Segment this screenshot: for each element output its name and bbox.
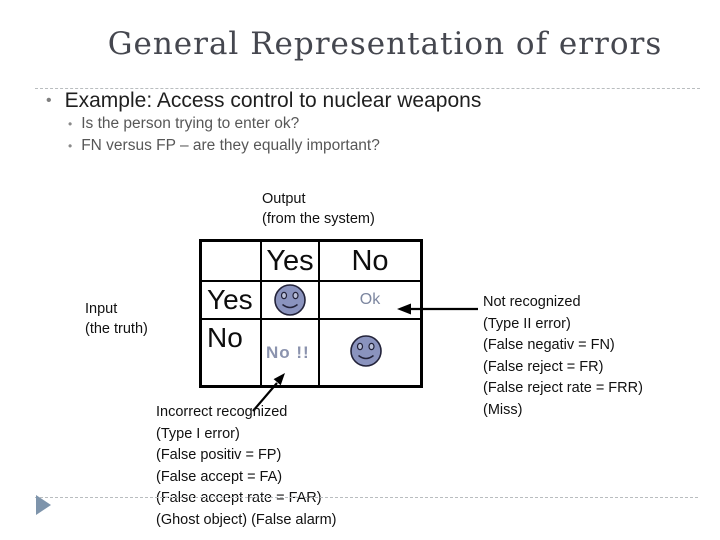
annotation-line: (False accept = FA) bbox=[156, 468, 283, 485]
output-axis-label: Output (from the system) bbox=[262, 189, 375, 229]
annotation-line: Not recognized bbox=[483, 294, 581, 310]
bullet-dot: • bbox=[68, 117, 73, 131]
matrix-row-header-yes: Yes bbox=[202, 282, 262, 320]
footer-divider bbox=[35, 497, 698, 498]
matrix-col-header-no: No bbox=[320, 242, 420, 282]
bullet-dot: • bbox=[46, 92, 52, 109]
matrix-cell-yes-no: Ok bbox=[320, 282, 420, 320]
bullet-sub-2: • FN versus FP – are they equally import… bbox=[68, 137, 380, 155]
annotation-line: (False negativ = FN) bbox=[483, 337, 615, 353]
annotation-line: (Miss) bbox=[483, 401, 523, 418]
annotation-line: (False reject rate = FRR) bbox=[483, 380, 643, 396]
matrix-cell-yes-yes bbox=[262, 282, 320, 320]
matrix-row-header-no: No bbox=[202, 320, 262, 385]
annotation-line: (Type I error) bbox=[156, 425, 240, 442]
output-label-line2: (from the system) bbox=[262, 211, 375, 227]
smiley-face-icon bbox=[350, 334, 382, 367]
bullet-sub-2-text: FN versus FP – are they equally importan… bbox=[81, 137, 380, 154]
annotation-line: (False positiv = FP) bbox=[156, 447, 282, 463]
bullet-sub-1-text: Is the person trying to enter ok? bbox=[81, 115, 300, 132]
annotation-line: (False accept rate = FAR) bbox=[156, 490, 322, 506]
annotation-line: (Type II error) bbox=[483, 315, 571, 332]
bullet-sub-1: • Is the person trying to enter ok? bbox=[68, 115, 299, 133]
matrix-corner-cell bbox=[202, 242, 262, 282]
annotation-line: Incorrect recognized bbox=[156, 404, 288, 420]
play-triangle-icon bbox=[36, 495, 51, 515]
matrix-cell-no-no bbox=[320, 320, 420, 385]
slide-title: General Representation of errors bbox=[107, 26, 663, 62]
annotation-line: (False reject = FR) bbox=[483, 358, 604, 375]
input-axis-label: Input (the truth) bbox=[85, 299, 148, 339]
matrix-col-header-yes: Yes bbox=[262, 242, 320, 282]
title-divider bbox=[35, 88, 700, 89]
output-label-line1: Output bbox=[262, 191, 306, 207]
matrix-cell-no-yes: No !! bbox=[262, 320, 320, 385]
bullet-main-text: Example: Access control to nuclear weapo… bbox=[64, 89, 482, 112]
input-label-line2: (the truth) bbox=[85, 321, 148, 337]
annotation-line: (Ghost object) (False alarm) bbox=[156, 511, 337, 528]
annotation-not-recognized: Not recognized (Type II error) (False ne… bbox=[483, 292, 643, 421]
bullet-main: • Example: Access control to nuclear wea… bbox=[46, 89, 481, 113]
bullet-dot: • bbox=[68, 139, 73, 153]
input-label-line1: Input bbox=[85, 301, 118, 317]
smiley-face-icon bbox=[274, 284, 306, 316]
confusion-matrix-table: Yes No Yes Ok No No !! bbox=[199, 239, 423, 388]
annotation-incorrect-recognized: Incorrect recognized (Type I error) (Fal… bbox=[156, 402, 337, 531]
